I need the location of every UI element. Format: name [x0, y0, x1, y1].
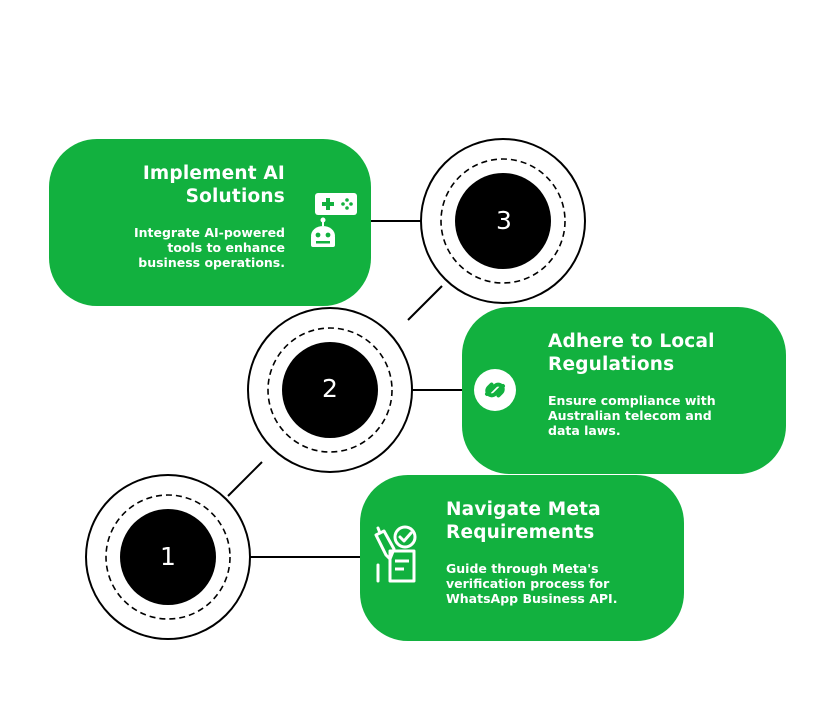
step-description-line: business operations. [138, 255, 285, 270]
step-title-line: Solutions [185, 186, 285, 207]
step-description-line: WhatsApp Business API. [446, 591, 618, 606]
connector-2-3 [407, 285, 443, 321]
step-title-line: Regulations [548, 354, 675, 375]
step-node-2 [247, 307, 413, 473]
step-description-line: data laws. [548, 423, 621, 438]
step-title-line: Navigate Meta [446, 499, 601, 520]
step-title: Implement AI Solutions [85, 162, 285, 208]
step-number-3: 3 [496, 206, 512, 235]
step-description-line: Australian telecom and [548, 408, 712, 423]
connector-1-2 [227, 461, 263, 497]
step-description: Ensure compliance with Australian teleco… [548, 393, 758, 438]
step-description: Integrate AI-powered tools to enhance bu… [95, 225, 285, 270]
step-description-line: Guide through Meta's [446, 561, 599, 576]
step-title-line: Requirements [446, 522, 595, 543]
step-number-2: 2 [322, 374, 338, 403]
step-description-line: Ensure compliance with [548, 393, 716, 408]
step-number-1: 1 [160, 542, 176, 571]
step-node-1 [85, 474, 251, 640]
robot-gamepad-icon [303, 191, 363, 257]
step-description-line: Integrate AI-powered [133, 225, 285, 240]
step-description-line: verification process for [446, 576, 610, 591]
checklist-hand-icon [372, 525, 422, 591]
step-card-2: Adhere to Local Regulations Ensure compl… [462, 307, 786, 474]
step-title: Adhere to Local Regulations [548, 330, 768, 376]
link-compliance-icon [472, 367, 518, 417]
step-title-line: Implement AI [142, 163, 285, 184]
step-card-3: Implement AI Solutions Integrate AI-powe… [49, 139, 371, 306]
step-description-line: tools to enhance [167, 240, 285, 255]
step-node-3 [420, 138, 586, 304]
step-title-line: Adhere to Local [548, 331, 715, 352]
step-description: Guide through Meta's verification proces… [446, 561, 656, 606]
step-card-1: Navigate Meta Requirements Guide through… [360, 475, 684, 641]
step-title: Navigate Meta Requirements [446, 498, 666, 544]
